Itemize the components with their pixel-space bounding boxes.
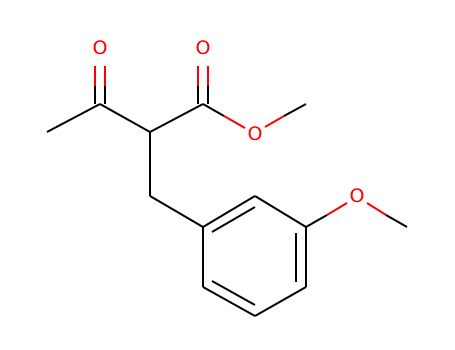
bond-ester-o-methyl-black	[283, 103, 307, 117]
ring-bond-5	[202, 286, 256, 317]
methoxy-oxygen-label: O	[350, 185, 365, 207]
bond-alpha-carbon-to-ester-carbon	[149, 103, 204, 133]
bond-ester-o-methyl-red	[264, 115, 285, 128]
bond-ring-methoxy-o-black	[305, 214, 328, 228]
ring-bond-4	[254, 286, 307, 317]
bond-ester-c-o-single-red	[223, 115, 246, 129]
carbon-bonds	[46, 103, 307, 317]
ester-carbonyl-oxygen-label: O	[196, 37, 211, 59]
ring-bond-1	[202, 195, 256, 228]
bond-methoxy-o-methyl-red	[366, 202, 387, 216]
bond-methoxy-o-methyl-black	[385, 214, 408, 228]
ring-bond-2	[254, 195, 307, 228]
ketone-oxygen-label: O	[93, 37, 108, 59]
bond-ring-methoxy-o-red	[326, 202, 348, 216]
ester-oxygen-label: O	[248, 123, 263, 145]
atom-labels: O O O O	[93, 37, 365, 207]
bond-ketone-carbon-to-alpha-carbon	[99, 103, 151, 133]
bond-ester-c-o-single-black	[202, 103, 225, 117]
bond-methyl-to-ketone-carbon	[46, 103, 101, 133]
heteroatom-bonds	[94, 66, 408, 228]
ring-bond-5-inner	[211, 280, 256, 306]
bond-benzyl-carbon-to-ring	[149, 195, 204, 228]
ring-bond-1-inner	[211, 206, 256, 233]
